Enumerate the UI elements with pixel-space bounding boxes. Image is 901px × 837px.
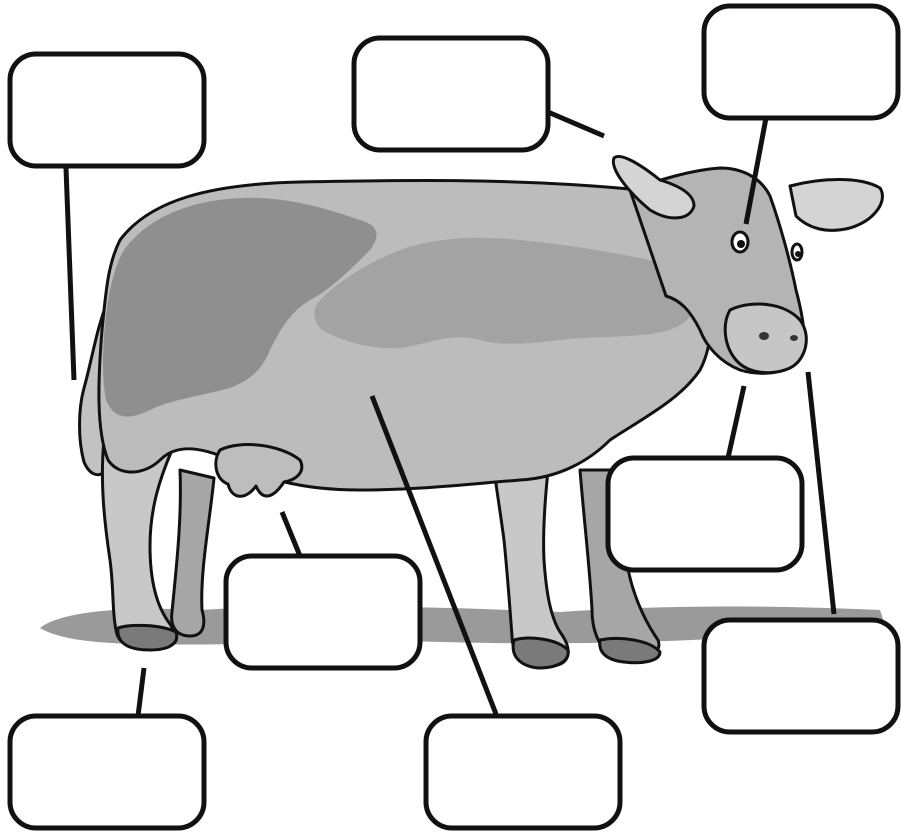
label-box-eye[interactable] xyxy=(704,6,898,118)
label-box-tail[interactable] xyxy=(10,54,204,166)
cow-hoof-back xyxy=(118,625,177,650)
leader-mouth xyxy=(728,386,744,458)
cow-nostril-left xyxy=(759,332,769,340)
label-box-nose[interactable] xyxy=(704,620,898,732)
cow-illustration xyxy=(80,156,883,668)
cow-pupil-right xyxy=(795,251,801,257)
leader-ear xyxy=(548,112,604,136)
leader-tail xyxy=(66,168,74,380)
cow-pupil-left xyxy=(737,240,745,248)
cow-udder xyxy=(216,445,302,497)
cow-ear-right xyxy=(790,180,882,231)
cow-nostril-right xyxy=(790,335,798,341)
label-box-udder[interactable] xyxy=(226,556,420,668)
leader-udder xyxy=(282,512,300,556)
label-box-hoof[interactable] xyxy=(10,716,204,828)
label-box-mouth[interactable] xyxy=(608,458,802,570)
leader-hoof xyxy=(138,668,144,716)
label-box-body[interactable] xyxy=(426,716,620,828)
leader-nose xyxy=(808,372,834,614)
label-box-ear[interactable] xyxy=(354,38,548,150)
